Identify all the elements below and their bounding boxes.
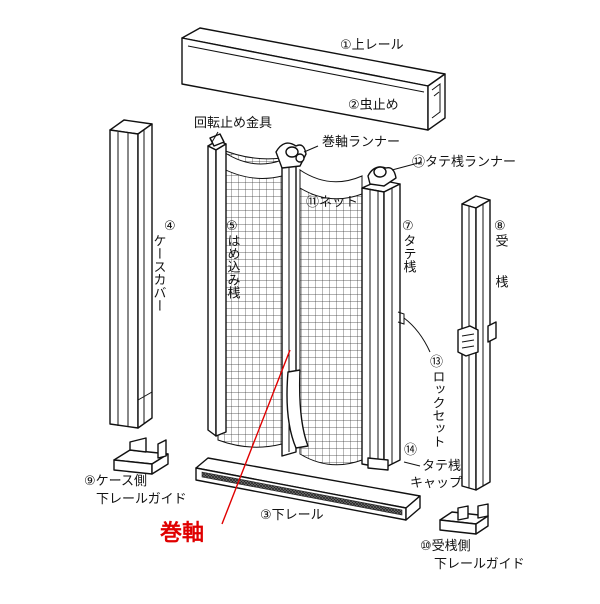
leader-lines — [211, 131, 431, 525]
label-vertical-stile-num: ⑦ — [402, 219, 414, 234]
label-inset-stile: はめ込み桟 — [225, 234, 241, 299]
label-insect-guard: ②虫止め — [348, 98, 399, 113]
label-lock-set: ロックセット — [430, 370, 446, 448]
label-rotation-stop: 回転止め金具 — [194, 115, 272, 131]
label-receiver-guide-2: 下レールガイド — [434, 557, 525, 572]
label-inset-stile-num: ⑤ — [226, 219, 238, 234]
label-case-guide-1: ⑨ケース側 — [84, 474, 147, 489]
case-side-rail-guide — [113, 437, 169, 475]
label-case-cover-num: ④ — [164, 219, 176, 234]
label-stile-runner: ⑫タテ桟ランナー — [412, 155, 516, 170]
receiver-stile — [457, 195, 497, 491]
receiver-side-rail-guide — [439, 503, 489, 535]
label-receiver-num: ⑧ — [494, 219, 506, 234]
label-vertical-stile: タテ桟 — [401, 234, 417, 273]
top-rail — [181, 27, 446, 131]
label-top-rail: ①上レール — [340, 38, 404, 53]
label-stile-cap-3: キャップ — [410, 476, 462, 491]
label-case-guide-2: 下レールガイド — [96, 492, 187, 507]
vertical-stile — [361, 166, 405, 471]
bottom-rail — [195, 457, 421, 521]
inset-stile-assembly — [207, 133, 363, 466]
label-stile-cap-2: タテ桟 — [422, 459, 461, 474]
label-shaft-runner: 巻軸ランナー — [322, 135, 400, 150]
label-bottom-rail: ③下レール — [260, 508, 324, 523]
label-receiver-guide-1: ⑩受桟側 — [420, 539, 471, 554]
label-net: ⑪ネット — [306, 195, 358, 210]
label-lock-set-num: ⑬ — [430, 355, 443, 370]
label-stile-cap-1: ⑭ — [404, 443, 417, 458]
label-receiver: 受 桟 — [493, 234, 509, 300]
case-cover — [109, 119, 153, 429]
label-case-cover: ケースカバー — [151, 234, 167, 312]
label-winding-shaft: 巻軸 — [160, 520, 204, 546]
